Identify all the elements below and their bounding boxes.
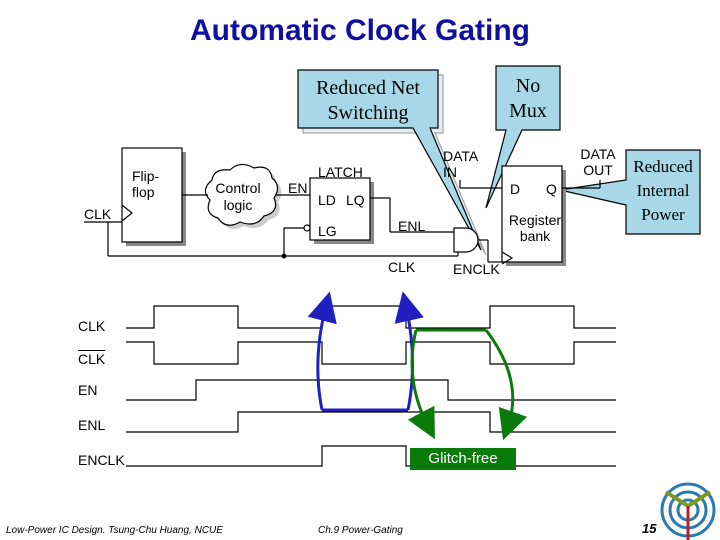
en-label: EN xyxy=(288,180,308,196)
page-number: 15 xyxy=(642,521,657,536)
q-label: Q xyxy=(546,181,557,197)
waveform-enl xyxy=(126,411,616,433)
register-bank-label: Register bank xyxy=(508,212,562,244)
callout-reduced-power xyxy=(559,149,701,235)
waveform-en xyxy=(126,379,616,401)
waveform-enclk xyxy=(126,445,616,467)
data-in-label: DATA IN xyxy=(443,148,478,180)
and-gate xyxy=(453,227,479,253)
green-arrows xyxy=(407,328,528,441)
control-logic-cloud xyxy=(204,163,282,230)
callout-reduced-net xyxy=(297,69,487,256)
lg-label: LG xyxy=(318,223,337,239)
data-out-label: DATA OUT xyxy=(580,146,616,178)
callout-reduced-net-text: Reduced Net Switching xyxy=(316,77,420,124)
ncue-logo xyxy=(660,482,716,540)
enclk-label: ENCLK xyxy=(453,261,500,277)
waveform-clk-bar xyxy=(126,341,616,365)
wave-label-clk-bar: CLK xyxy=(78,351,106,367)
control-logic-label: Control logic xyxy=(215,180,261,213)
wave-label-enl: ENL xyxy=(78,417,106,433)
blue-arrows xyxy=(307,291,424,412)
footer-chapter: Ch.9 Power-Gating xyxy=(318,525,403,536)
clk-bottom-label: CLK xyxy=(388,259,416,275)
callout-reduced-power-text: Reduced Internal Power xyxy=(633,157,693,224)
flipflop-box xyxy=(121,147,186,246)
enl-label: ENL xyxy=(398,218,426,234)
callout-no-mux-text: No Mux xyxy=(509,75,547,122)
waveform-clk xyxy=(126,305,616,329)
lq-label: LQ xyxy=(346,192,365,208)
d-label: D xyxy=(510,181,521,197)
flipflop-label: Flip-flop xyxy=(132,168,160,200)
slide-title: Automatic Clock Gating xyxy=(189,14,531,47)
register-bank-box xyxy=(501,165,566,266)
ld-label: LD xyxy=(318,192,336,208)
glitch-free-label: Glitch-free xyxy=(410,448,516,470)
latch-box xyxy=(309,177,374,244)
wave-label-en: EN xyxy=(78,382,98,398)
clk-ff-label: CLK xyxy=(84,206,112,222)
footer-author: Low-Power IC Design. Tsung-Chu Huang, NC… xyxy=(6,525,223,536)
wave-label-enclk: ENCLK xyxy=(78,452,125,468)
latch-label: LATCH xyxy=(318,164,363,180)
wave-label-clk: CLK xyxy=(78,318,106,334)
